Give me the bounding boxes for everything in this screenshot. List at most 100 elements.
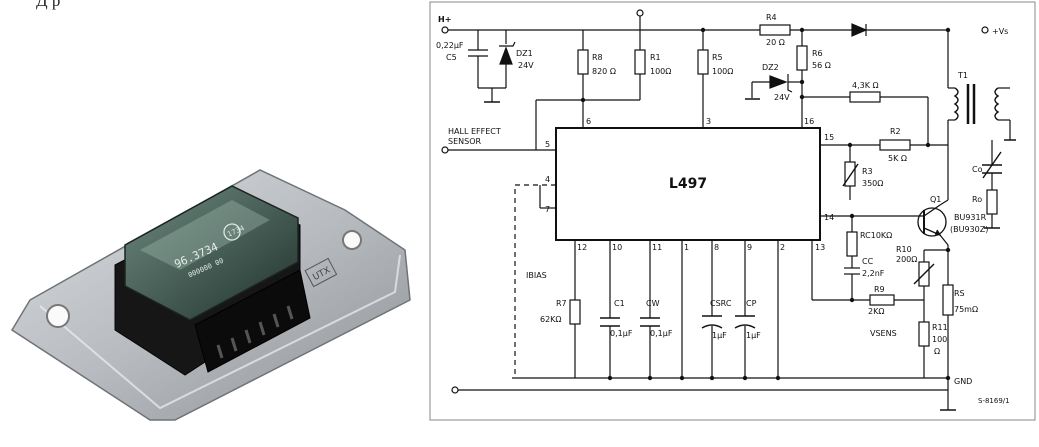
label-dz2-value: 24V (774, 93, 790, 102)
label-cp-value: 1μF (746, 331, 761, 340)
pin-15: 15 (824, 133, 834, 142)
label-hall-2: SENSOR (448, 137, 481, 146)
label-r11: R11 (932, 323, 948, 332)
ic-pin-numbers: 6 3 16 5 4 7 15 14 12 10 11 1 8 9 2 13 (545, 117, 834, 252)
rs-resistor (942, 284, 954, 316)
pin-5: 5 (545, 140, 550, 149)
label-rs: RS (954, 289, 965, 298)
label-reference: S-8169/1 (978, 397, 1010, 405)
pin-13: 13 (815, 243, 825, 252)
label-r5-value: 100Ω (712, 67, 733, 76)
r9-resistor (869, 294, 895, 306)
r5-resistor (697, 49, 709, 75)
label-rs-value: 75mΩ (954, 305, 978, 314)
ic-name: L497 (669, 176, 707, 192)
label-cp: CP (746, 299, 757, 308)
dz2-zener-icon (769, 75, 788, 89)
label-r8: R8 (592, 53, 603, 62)
r6-resistor (796, 45, 808, 71)
label-csrc: CSRC (710, 299, 732, 308)
connector-pins (216, 305, 294, 359)
diodes (499, 23, 868, 93)
label-hall-1: HALL EFFECT (448, 127, 501, 136)
label-dz1: DZ1 (516, 49, 533, 58)
label-r5: R5 (712, 53, 723, 62)
pin-14: 14 (824, 213, 834, 222)
terminal-gnd (451, 386, 459, 394)
label-r-43k: 4,3K Ω (852, 81, 879, 90)
connector-body (194, 269, 311, 373)
label-r2: R2 (890, 127, 901, 136)
label-ibias: IBIAS (526, 271, 547, 280)
pin-16: 16 (804, 117, 814, 126)
label-r9-value: 2KΩ (868, 307, 884, 316)
r1-resistor (634, 49, 646, 75)
t1-transformer-icon (953, 84, 1000, 124)
r2-resistor (879, 139, 911, 151)
terminal-hplus (441, 26, 449, 34)
label-ro: Ro (972, 195, 982, 204)
ground-symbols (484, 98, 1016, 411)
pin-8: 8 (714, 243, 719, 252)
r7-resistor (569, 299, 581, 325)
label-dz1-value: 24V (518, 61, 534, 70)
ignition-circuit-schematic: L497 6 3 16 5 4 7 15 14 12 10 11 1 8 9 2… (429, 1, 1036, 421)
label-r4-value: 20 Ω (766, 38, 785, 47)
label-r10-value: 200Ω (896, 255, 917, 264)
terminal-hall (441, 146, 449, 154)
terminals (441, 9, 989, 394)
label-cc: CC (862, 257, 874, 266)
label-r1: R1 (650, 53, 661, 62)
cropped-heading-text: Д р (36, 0, 60, 10)
mounting-hole-right (342, 230, 362, 250)
label-hplus: H+ (438, 15, 451, 24)
pin-2: 2 (780, 243, 785, 252)
label-vs: +Vs (992, 27, 1008, 36)
label-c1: C1 (614, 299, 625, 308)
dz1-zener-icon (499, 46, 513, 65)
r-43k-resistor (849, 91, 881, 103)
pin-7: 7 (545, 205, 550, 214)
component-labels: H+ 0,22μF C5 DZ1 24V R8 820 Ω R1 100Ω R5… (436, 13, 1010, 405)
label-cw-value: 0,1μF (650, 329, 673, 338)
pin-9: 9 (747, 243, 752, 252)
label-r3-value: 350Ω (862, 179, 883, 188)
label-q1-part: BU931R (954, 213, 987, 222)
label-q1-alt: (BU930Z) (950, 225, 988, 234)
plate-bevel (39, 254, 401, 410)
label-csrc-value: 1μF (712, 331, 727, 340)
pin-10: 10 (612, 243, 622, 252)
pin-12: 12 (577, 243, 587, 252)
label-co: Co (972, 165, 983, 174)
terminal-vs (981, 26, 989, 34)
label-r1-value: 100Ω (650, 67, 671, 76)
label-cc-value: 2,2nF (862, 269, 885, 278)
capacitors (600, 151, 1002, 329)
label-c5: C5 (446, 53, 457, 62)
label-r11-value-1: 100 (932, 335, 947, 344)
label-r6: R6 (812, 49, 823, 58)
rc-resistor (846, 231, 858, 257)
label-r4: R4 (766, 13, 777, 22)
q1-transistor-icon (917, 204, 947, 237)
components (555, 24, 998, 347)
label-r9: R9 (874, 285, 885, 294)
ignition-module-photo: Д р UTX 96.3734 000000 00 1734 (10, 0, 411, 421)
series-diode-icon (851, 23, 868, 37)
label-c5-value: 0,22μF (436, 41, 464, 50)
label-r10: R10 (896, 245, 912, 254)
label-c1-value: 0,1μF (610, 329, 633, 338)
label-r7-value: 62KΩ (540, 315, 562, 324)
pin-1: 1 (684, 243, 689, 252)
pin-6: 6 (586, 117, 591, 126)
label-vsens: VSENS (870, 329, 897, 338)
r8-resistor (577, 49, 589, 75)
label-q1: Q1 (930, 195, 941, 204)
pin-11: 11 (652, 243, 662, 252)
mounting-hole-left (46, 304, 70, 328)
label-r8-value: 820 Ω (592, 67, 616, 76)
module-lid (124, 185, 299, 321)
label-r2-value: 5K Ω (888, 154, 907, 163)
lid-highlight (140, 200, 270, 270)
r11-resistor (918, 321, 930, 347)
